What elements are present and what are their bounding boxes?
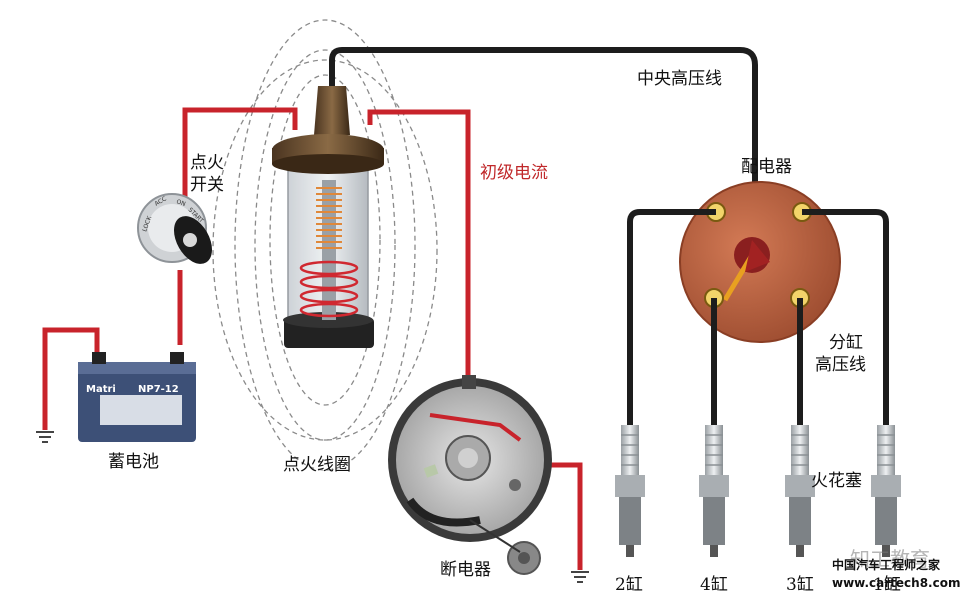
battery: Matri NP7-12 (78, 352, 196, 442)
central-hv-wire (329, 47, 758, 230)
label-distributor: 配电器 (741, 157, 792, 177)
label-ignition-coil: 点火线圈 (283, 455, 351, 475)
label-battery: 蓄电池 (108, 452, 159, 472)
battery-model: NP7-12 (138, 384, 179, 395)
branch-hv-wires (627, 209, 889, 425)
label-ignition-switch-line1: 点火 (190, 153, 224, 173)
label-cyl-2: 2缸 (615, 575, 643, 595)
switch-on: ON (175, 198, 186, 208)
label-primary-current: 初级电流 (480, 163, 548, 183)
label-breaker: 断电器 (440, 560, 491, 580)
label-branch-hv-wire-line2: 高压线 (815, 355, 866, 375)
label-cyl-4: 4缸 (700, 575, 728, 595)
spark-plug-2 (615, 425, 645, 557)
spark-plug-4 (699, 425, 729, 557)
spark-plug-3 (785, 425, 815, 557)
watermark-cn: 中国汽车工程师之家 (832, 558, 941, 572)
label-central-hv-wire: 中央高压线 (637, 69, 722, 89)
spark-plug-1 (871, 425, 901, 557)
label-cyl-3: 3缸 (786, 575, 814, 595)
watermark-edu: 知工教育 (850, 547, 930, 571)
label-cyl-1: 1缸 (873, 575, 901, 595)
breaker-assembly (388, 375, 552, 575)
battery-brand: Matri (86, 384, 116, 395)
ignition-coil (272, 86, 384, 348)
magnetic-field-lines (212, 19, 438, 471)
ignition-switch: LOCK ACC ON START (137, 193, 212, 264)
label-ignition-switch-line2: 开关 (190, 175, 224, 195)
label-spark-plug: 火花塞 (811, 471, 862, 491)
label-branch-hv-wire-line1: 分缸 (829, 333, 863, 353)
ground-symbols (36, 431, 589, 583)
spark-plugs (615, 425, 901, 557)
distributor-cap (679, 181, 841, 343)
primary-red-wires (42, 107, 583, 570)
watermark-site: www.cartech8.com (832, 576, 961, 590)
